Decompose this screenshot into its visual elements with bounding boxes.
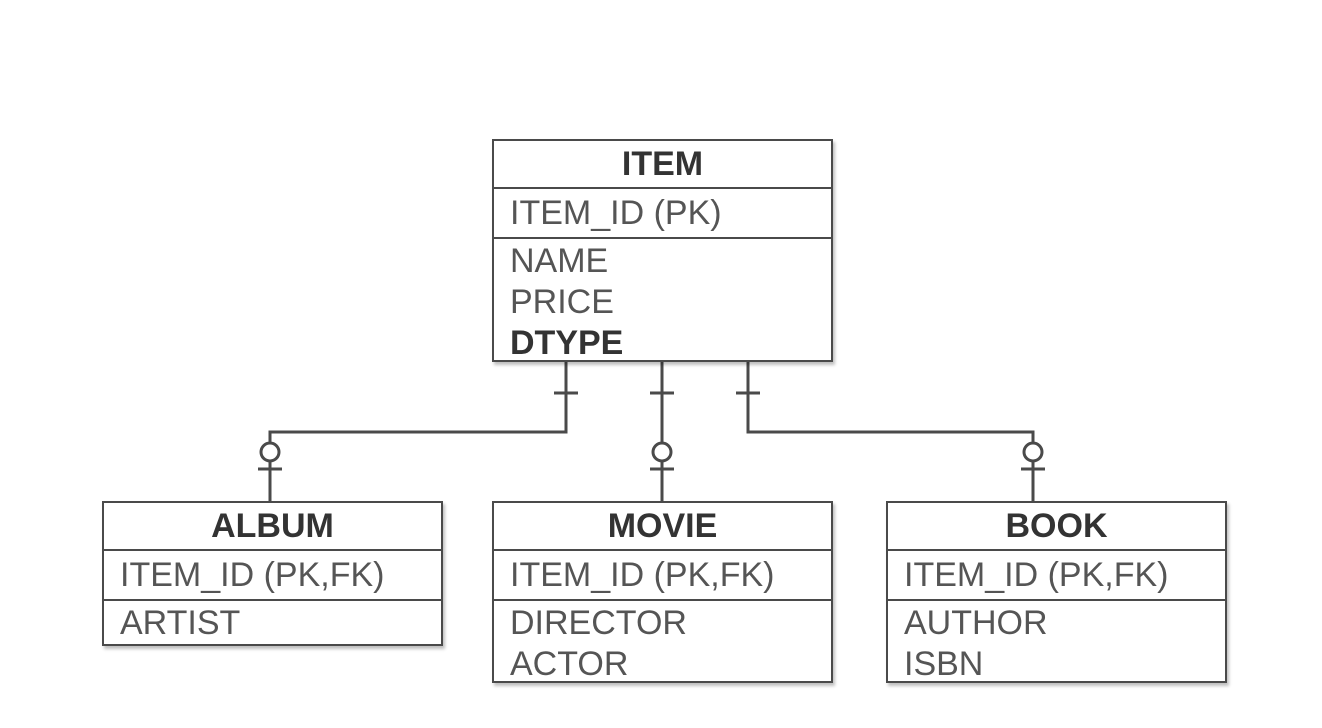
entity-item: ITEM ITEM_ID (PK) NAME PRICE DTYPE [492,139,833,362]
primary-key: ITEM_ID (PK,FK) [494,551,831,601]
attribute-list: DIRECTOR ACTOR [494,601,831,685]
entity-book: BOOK ITEM_ID (PK,FK) AUTHOR ISBN [886,501,1227,683]
relationship-item-album [268,361,568,502]
attribute-isbn: ISBN [904,645,984,683]
primary-key: ITEM_ID (PK) [494,189,831,239]
attribute-author: AUTHOR [904,604,1048,642]
album-optional-circle [259,441,281,463]
book-optional-circle [1022,441,1044,463]
attribute-list: ARTIST [104,601,441,644]
attribute-list: NAME PRICE DTYPE [494,239,831,364]
attribute-name: NAME [510,242,609,280]
primary-key: ITEM_ID (PK,FK) [104,551,441,601]
attribute-list: AUTHOR ISBN [888,601,1225,685]
movie-optional-circle [651,441,673,463]
entity-movie: MOVIE ITEM_ID (PK,FK) DIRECTOR ACTOR [492,501,833,683]
attribute-actor: ACTOR [510,645,629,683]
entity-album: ALBUM ITEM_ID (PK,FK) ARTIST [102,501,443,646]
attribute-artist: ARTIST [120,604,241,642]
entity-title: ALBUM [104,503,441,551]
attribute-dtype: DTYPE [510,324,624,362]
attribute-price: PRICE [510,283,614,321]
entity-title: ITEM [494,141,831,189]
primary-key: ITEM_ID (PK,FK) [888,551,1225,601]
attribute-director: DIRECTOR [510,604,687,642]
entity-title: BOOK [888,503,1225,551]
relationship-item-book [746,361,1035,502]
entity-title: MOVIE [494,503,831,551]
